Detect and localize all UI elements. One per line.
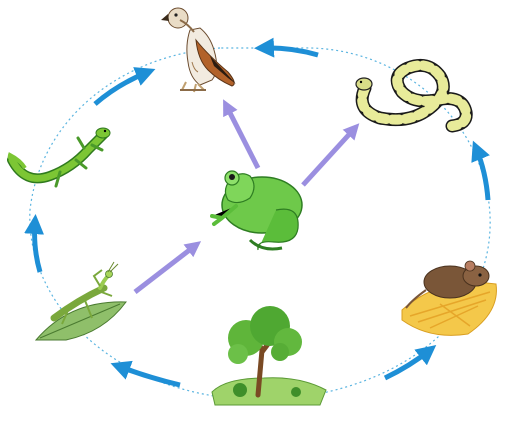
arrow-mantis-to-frog	[135, 245, 196, 292]
frog-icon	[212, 171, 302, 250]
arrow-mouse-to-snake	[476, 148, 488, 200]
arrow-tree-to-mouse	[385, 350, 430, 378]
arrow-tree-to-mantis	[118, 366, 180, 385]
arrow-snake-to-hawk	[262, 48, 318, 55]
lizard-icon	[10, 128, 110, 186]
mantis-icon	[36, 262, 126, 340]
arrow-lizard-to-hawk	[95, 72, 148, 104]
arrow-frog-to-hawk	[226, 105, 258, 168]
hawk-icon	[161, 8, 236, 92]
mouse-icon	[402, 261, 496, 335]
snake-icon	[356, 65, 466, 126]
arrow-frog-to-snake	[303, 128, 355, 185]
tree-icon	[212, 306, 326, 405]
arrow-mantis-to-lizard	[35, 222, 40, 272]
